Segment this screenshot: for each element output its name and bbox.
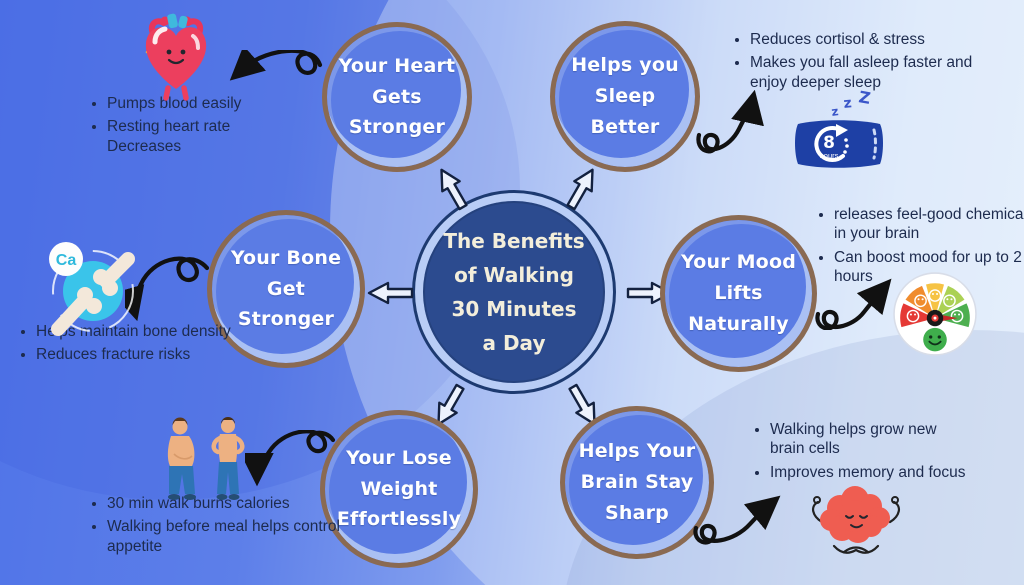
radial-arrow-left-icon — [367, 281, 414, 305]
bubble-title-line: Sharp — [604, 501, 669, 524]
weight-loss-people-icon — [167, 417, 245, 500]
bubble-title-line: Weight — [360, 477, 438, 500]
bubble-title-line: Your Bone — [230, 246, 342, 269]
bullets-weight: 30 min walk burns calories Walking befor… — [85, 494, 352, 560]
connector-arrow-brain-icon — [693, 495, 781, 545]
bubble-title-line: Gets — [372, 85, 422, 108]
bullets-heart: Pumps blood easily Resting heart rate De… — [85, 94, 282, 160]
bullet-item: Pumps blood easily — [107, 94, 282, 113]
bubble-title-line: Lifts — [714, 282, 763, 305]
bubble-title-line: Your Heart — [338, 54, 456, 77]
center-title-line: The Benefits — [443, 229, 585, 253]
bubble-title-line: Stronger — [348, 116, 446, 139]
bubble-title-line: Helps you — [571, 54, 679, 77]
radial-arrow-top-right-icon — [566, 168, 594, 211]
bullet-item: Walking helps grow new brain cells — [770, 420, 975, 459]
connector-arrow-weight-icon — [245, 430, 336, 487]
bubble-title-line: Naturally — [688, 312, 789, 335]
center-title-line: of Walking — [454, 263, 574, 287]
bullet-item: Helps maintain bone density — [36, 322, 241, 341]
benefit-bubble-sleep: Helps you Sleep Better — [550, 21, 700, 172]
bubble-title-line: Sleep — [594, 85, 656, 108]
bullet-item: Makes you fall asleep faster and enjoy d… — [750, 53, 995, 92]
bubble-title-line: Better — [590, 115, 660, 138]
benefit-bubble-heart: Your Heart Gets Stronger — [322, 22, 472, 172]
bubble-title-line: Effortlessly — [336, 508, 462, 531]
bullet-item: Resting heart rate Decreases — [107, 117, 282, 156]
radial-arrow-bottom-left-icon — [437, 383, 465, 426]
radial-arrow-bottom-right-icon — [568, 383, 596, 426]
bubble-title-line: Brain Stay — [580, 471, 694, 494]
strong-heart-icon — [145, 13, 207, 101]
bubble-title-line: Your Lose — [346, 446, 452, 469]
bullet-item: Reduces fracture risks — [36, 345, 241, 364]
bullet-item: Reduces cortisol & stress — [750, 30, 995, 49]
center-title-line: a Day — [482, 331, 546, 355]
meditating-brain-icon — [812, 486, 900, 554]
calcium-symbol: Ca — [56, 252, 77, 269]
bubble-title-line: Your Mood — [681, 251, 796, 274]
pillow-hours-unit: hours — [820, 151, 839, 160]
bullet-item: releases feel-good chemicals in your bra… — [834, 205, 1024, 244]
bubble-title-line: Get — [266, 277, 306, 300]
zzz-letter: z — [843, 95, 853, 112]
bubble-title-line: Helps Your — [578, 440, 696, 463]
center-topic-title: The Benefits of Walking 30 Minutes a Day — [423, 201, 605, 383]
radial-arrow-top-left-icon — [440, 168, 468, 211]
bullets-brain: Walking helps grow new brain cells Impro… — [748, 420, 975, 486]
bullet-item: 30 min walk burns calories — [107, 494, 352, 513]
center-title-line: 30 Minutes — [451, 297, 577, 321]
benefit-bubble-weight: Your Lose Weight Effortlessly — [320, 410, 478, 568]
bullets-bone: Helps maintain bone density Reduces frac… — [14, 322, 241, 369]
connector-arrow-sleep-icon — [696, 89, 764, 154]
connector-arrow-heart-icon — [229, 50, 323, 81]
mood-meter-icon — [893, 272, 977, 356]
sleep-pillow-icon: z z Z 8 hours — [795, 88, 883, 168]
benefit-bubble-bone: Your Bone Get Stronger — [207, 210, 365, 368]
connector-arrow-mood-icon — [815, 278, 892, 330]
bullets-mood: releases feel-good chemicals in your bra… — [812, 205, 1024, 291]
zzz-letter: z — [830, 104, 839, 119]
zzz-letter: Z — [857, 88, 872, 108]
bullets-sleep: Reduces cortisol & stress Makes you fall… — [728, 30, 995, 96]
bullet-item: Improves memory and focus — [770, 463, 975, 482]
center-topic-circle: The Benefits of Walking 30 Minutes a Day — [412, 190, 616, 394]
bullet-item: Walking before meal helps control appeti… — [107, 517, 352, 556]
connector-arrow-bone-icon — [125, 256, 210, 322]
bubble-title-line: Stronger — [237, 308, 335, 331]
benefit-bubble-mood: Your Mood Lifts Naturally — [660, 215, 817, 372]
benefit-bubble-brain: Helps Your Brain Stay Sharp — [560, 406, 714, 559]
pillow-hours-number: 8 — [823, 133, 835, 153]
calcium-bone-icon: Ca — [49, 242, 135, 336]
